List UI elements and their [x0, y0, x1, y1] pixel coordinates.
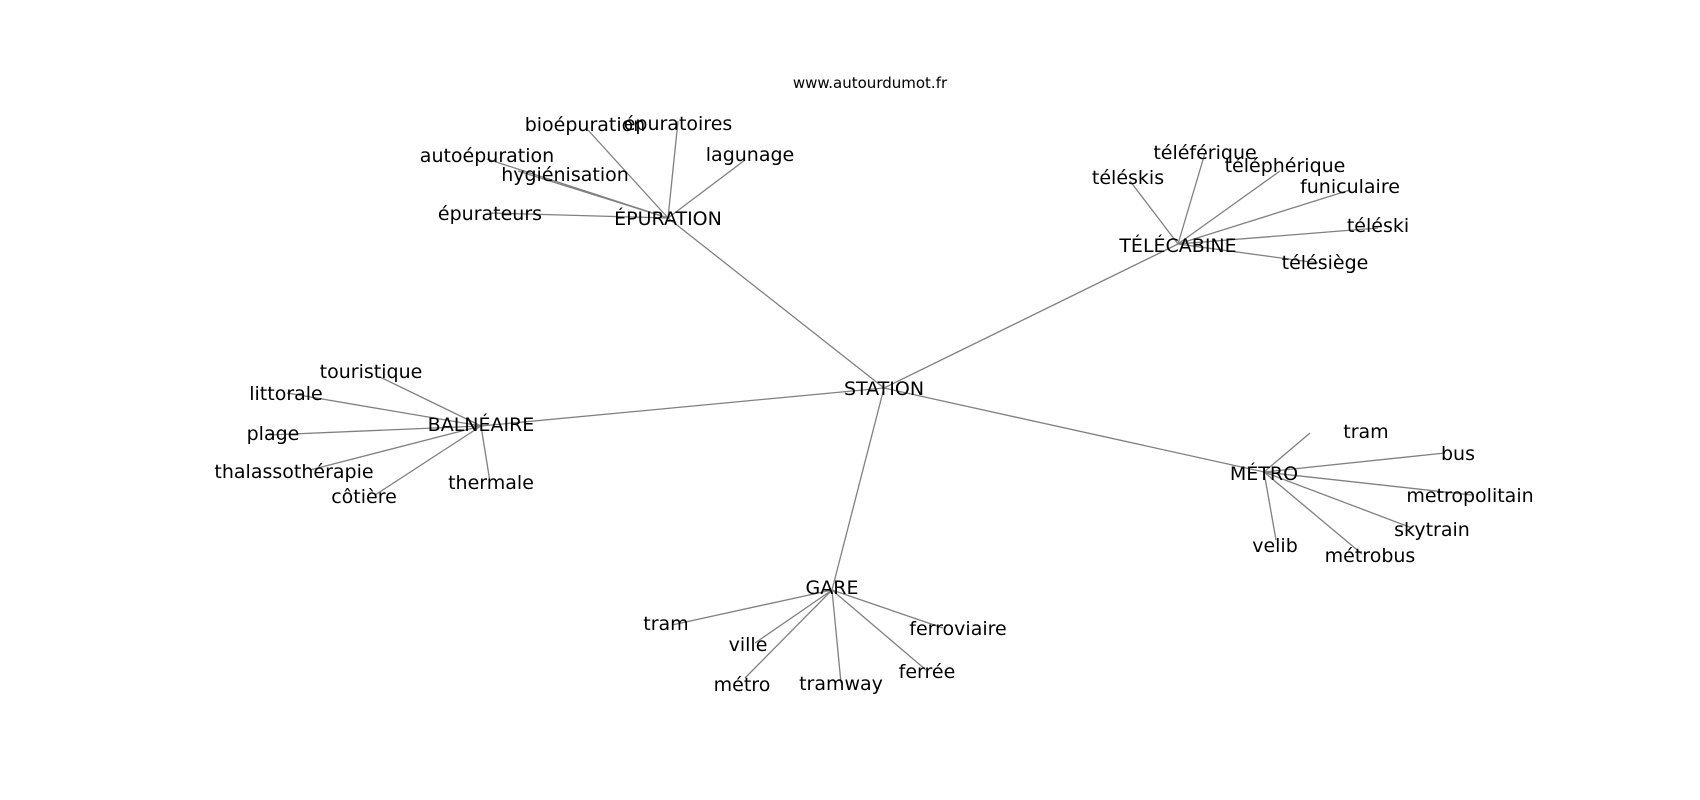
edge-group-1-leaf-4: [1177, 227, 1379, 245]
edge-group-2-leaf-2: [268, 425, 482, 436]
leaf-node-label: métrobus: [1325, 545, 1416, 567]
edge-group-1-leaf-2: [1177, 170, 1281, 245]
group-node-label: TÉLÉCABINE: [1118, 234, 1236, 257]
leaf-node-label: tram: [1343, 421, 1388, 443]
edge-group-0-leaf-0: [587, 129, 669, 219]
leaf-node-label: ferrée: [899, 661, 956, 683]
edge-root-group-4: [831, 387, 885, 591]
edge-group-3-leaf-2: [1263, 471, 1473, 496]
leaf-node-label: metropolitain: [1406, 485, 1533, 507]
edge-group-3-leaf-4: [1263, 471, 1363, 555]
leaf-node-label: télésiège: [1282, 252, 1369, 274]
leaf-node-label: téléskis: [1092, 167, 1164, 189]
edge-group-3-leaf-1: [1263, 452, 1446, 473]
leaf-node-label: téléphérique: [1225, 155, 1346, 177]
leaf-node-label: épuratoires: [624, 113, 733, 135]
edge-group-3-leaf-5: [1263, 471, 1277, 541]
leaf-node-label: côtière: [331, 486, 397, 508]
source-watermark: www.autourdumot.fr: [793, 74, 948, 92]
edge-root-group-3: [883, 387, 1265, 473]
edge-root-group-2: [480, 387, 885, 427]
leaf-node-label: téléski: [1347, 215, 1409, 237]
leaf-node-label: touristique: [320, 361, 423, 383]
leaf-node-label: ville: [729, 634, 768, 656]
edge-group-2-leaf-1: [286, 392, 482, 427]
leaf-node-label: bioépuration: [525, 114, 646, 136]
leaf-node-label: tram: [643, 613, 688, 635]
leaf-node-label: hygiénisation: [501, 164, 629, 186]
edge-group-4-leaf-3: [744, 589, 833, 679]
root-node-label: STATION: [844, 378, 924, 400]
edge-group-4-leaf-5: [831, 589, 927, 671]
group-node-label: GARE: [806, 577, 859, 599]
edge-group-3-leaf-0: [1263, 432, 1311, 473]
group-node-label: BALNÉAIRE: [428, 413, 535, 436]
edge-group-1-leaf-3: [1177, 189, 1351, 245]
edge-group-4-leaf-0: [671, 589, 833, 626]
leaf-node-label: velib: [1252, 535, 1298, 557]
edge-group-4-leaf-4: [831, 589, 842, 684]
edge-group-0-leaf-4: [517, 170, 669, 219]
group-node-label: ÉPURATION: [614, 207, 722, 230]
leaf-node-label: thalassothérapie: [214, 461, 373, 483]
leaf-node-label: métro: [714, 674, 771, 696]
leaf-node-label: tramway: [799, 673, 883, 695]
edge-root-group-1: [883, 243, 1179, 389]
leaf-node-label: skytrain: [1394, 519, 1470, 541]
leaf-node-label: funiculaire: [1300, 176, 1400, 198]
edge-group-3-leaf-3: [1263, 471, 1413, 529]
edge-group-2-leaf-0: [379, 376, 482, 427]
leaf-node-label: autoépuration: [420, 145, 554, 167]
leaf-node-label: épurateurs: [438, 203, 542, 225]
edge-group-0-leaf-1: [667, 120, 679, 219]
edge-group-2-leaf-3: [309, 425, 482, 471]
edge-group-2-leaf-4: [374, 425, 482, 496]
leaf-node-label: bus: [1441, 443, 1475, 465]
edge-group-4-leaf-1: [754, 589, 833, 644]
edge-group-0-leaf-2: [667, 159, 746, 219]
leaf-node-label: plage: [247, 423, 300, 445]
leaf-node-label: téléférique: [1153, 142, 1256, 164]
leaf-node-label: littorale: [249, 383, 323, 405]
leaf-node-label: thermale: [448, 472, 534, 494]
group-node-label: MÉTRO: [1230, 462, 1298, 485]
edge-group-1-leaf-5: [1177, 243, 1319, 264]
edge-group-4-leaf-2: [831, 589, 944, 629]
edge-group-0-leaf-5: [489, 212, 669, 219]
edge-group-1-leaf-1: [1129, 180, 1179, 245]
edge-group-1-leaf-0: [1177, 152, 1206, 245]
edges-layer: [268, 120, 1473, 684]
leaf-node-label: lagunage: [706, 144, 794, 166]
leaf-node-label: ferroviaire: [909, 618, 1006, 640]
edge-group-2-leaf-5: [480, 425, 491, 483]
edge-root-group-0: [667, 217, 885, 389]
